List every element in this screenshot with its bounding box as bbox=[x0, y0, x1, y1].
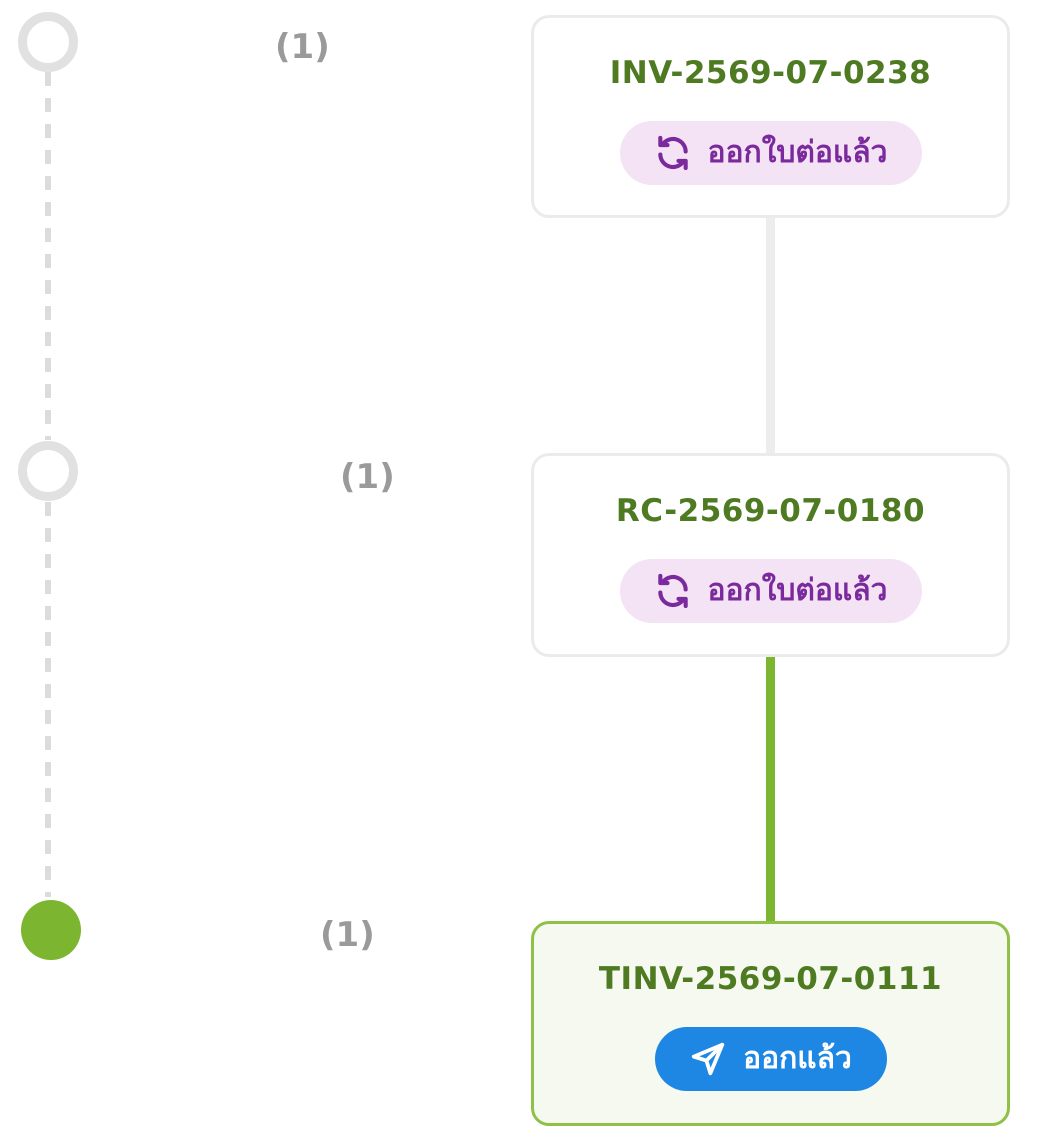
card-connector-active bbox=[766, 656, 775, 923]
status-badge: ออกใบต่อแล้ว bbox=[619, 559, 922, 623]
timeline-node-complete bbox=[21, 900, 81, 960]
document-card-tax-invoice[interactable]: TINV-2569-07-0111 ออกแล้ว bbox=[531, 921, 1010, 1126]
document-number: INV-2569-07-0238 bbox=[609, 55, 932, 91]
status-label: ออกแล้ว bbox=[743, 1041, 852, 1076]
refresh-icon bbox=[654, 572, 692, 610]
status-badge: ออกแล้ว bbox=[654, 1027, 887, 1091]
timeline-dashed-line bbox=[45, 502, 51, 897]
status-badge: ออกใบต่อแล้ว bbox=[619, 121, 922, 185]
document-card-receipt[interactable]: RC-2569-07-0180 ออกใบต่อแล้ว bbox=[531, 453, 1010, 657]
timeline-node-pending bbox=[18, 441, 78, 501]
step-count: (1) bbox=[340, 457, 395, 497]
document-number: TINV-2569-07-0111 bbox=[598, 961, 943, 997]
card-connector bbox=[766, 217, 775, 454]
step-count: (1) bbox=[275, 27, 330, 67]
timeline-node-pending bbox=[18, 12, 78, 72]
document-card-invoice[interactable]: INV-2569-07-0238 ออกใบต่อแล้ว bbox=[531, 15, 1010, 218]
send-icon bbox=[689, 1040, 727, 1078]
step-count: (1) bbox=[320, 915, 375, 955]
timeline-dashed-line bbox=[45, 72, 51, 440]
status-label: ออกใบต่อแล้ว bbox=[707, 135, 888, 170]
refresh-icon bbox=[654, 134, 692, 172]
document-number: RC-2569-07-0180 bbox=[615, 493, 926, 529]
status-label: ออกใบต่อแล้ว bbox=[707, 573, 888, 608]
